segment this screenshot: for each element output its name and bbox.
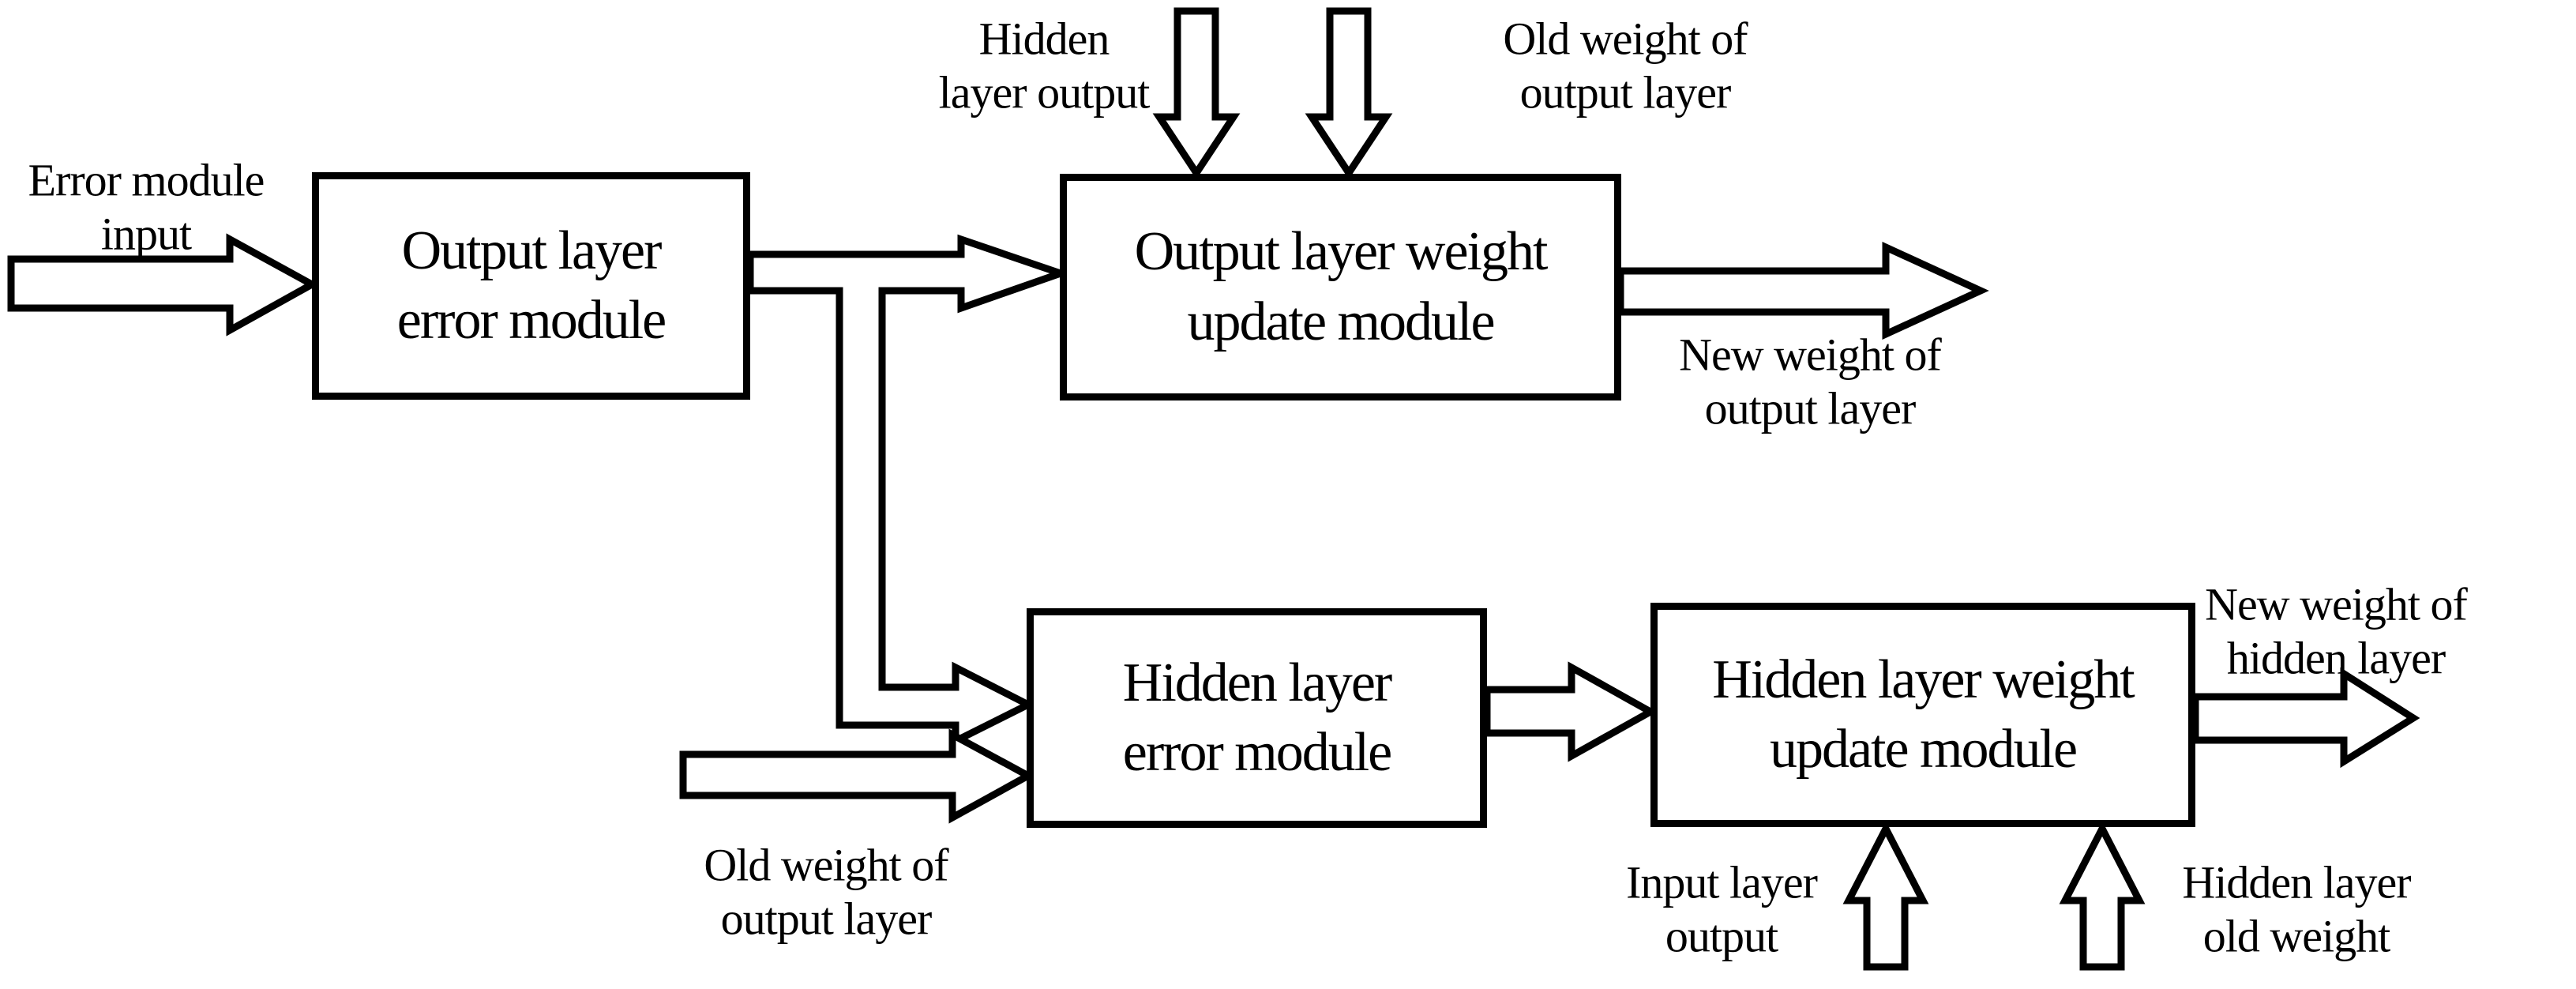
new-weight-of-output-layer-label: New weight of output layer <box>1679 329 1942 437</box>
error-module-input-label: Error module input <box>28 154 265 262</box>
hidden-layer-old-weight-arrow <box>2059 821 2146 971</box>
input-layer-output-label: Input layer output <box>1626 856 1818 965</box>
label-line: Old weight of <box>1503 13 1748 65</box>
label-line: output layer <box>1704 383 1917 434</box>
new-weight-of-output-layer-arrow <box>1617 241 1989 340</box>
branch-arrow-error-to-update-and-hidden-modules <box>746 234 1072 747</box>
label-line: layer output <box>938 67 1151 118</box>
box-text-line: Output layer <box>401 220 663 281</box>
label-line: New weight of <box>2205 578 2468 630</box>
label-line: hidden layer <box>2226 633 2446 684</box>
label-line: input <box>100 209 192 260</box>
label-line: old weight <box>2202 911 2390 962</box>
box-text-line: Hidden layer weight <box>1712 649 2135 710</box>
hidden-layer-output-arrow <box>1152 7 1241 180</box>
box-text-line: Output layer weight <box>1134 221 1549 283</box>
old-weight-of-output-layer-top-label: Old weight of output layer <box>1503 13 1748 121</box>
output-layer-error-module-box: Output layer error module <box>312 172 750 400</box>
box-text-line: update module <box>1769 719 2078 780</box>
hidden-error-to-weight-update-arrow <box>1483 661 1658 762</box>
label-line: Error module <box>28 154 265 206</box>
old-weight-of-output-layer-arrow-bottom <box>679 728 1036 824</box>
label-line: Hidden <box>978 13 1110 65</box>
new-weight-of-hidden-layer-label: New weight of hidden layer <box>2205 578 2468 686</box>
label-line: New weight of <box>1679 329 1942 381</box>
hidden-layer-output-label: Hidden layer output <box>938 13 1151 121</box>
label-line: output layer <box>1519 67 1732 118</box>
box-text-line: error module <box>1122 722 1392 783</box>
input-layer-output-arrow <box>1842 821 1929 971</box>
box-text-line: Hidden layer <box>1122 652 1392 713</box>
new-weight-of-hidden-layer-arrow <box>2191 667 2420 769</box>
box-text-line: error module <box>396 290 667 351</box>
old-weight-of-output-layer-arrow-top <box>1305 7 1393 180</box>
old-weight-of-output-layer-bottom-label: Old weight of output layer <box>704 839 948 947</box>
label-line: Old weight of <box>704 839 948 891</box>
error-module-input-arrow <box>7 233 320 337</box>
hidden-layer-old-weight-label: Hidden layer old weight <box>2182 856 2411 965</box>
label-line: Hidden layer <box>2182 856 2411 908</box>
label-line: output <box>1665 911 1778 962</box>
output-layer-weight-update-module-box: Output layer weight update module <box>1060 174 1621 400</box>
hidden-layer-weight-update-module-box: Hidden layer weight update module <box>1650 603 2195 827</box>
box-text-line: update module <box>1187 291 1495 352</box>
label-line: output layer <box>720 893 933 945</box>
label-line: Input layer <box>1626 856 1818 908</box>
hidden-layer-error-module-box: Hidden layer error module <box>1027 608 1487 828</box>
